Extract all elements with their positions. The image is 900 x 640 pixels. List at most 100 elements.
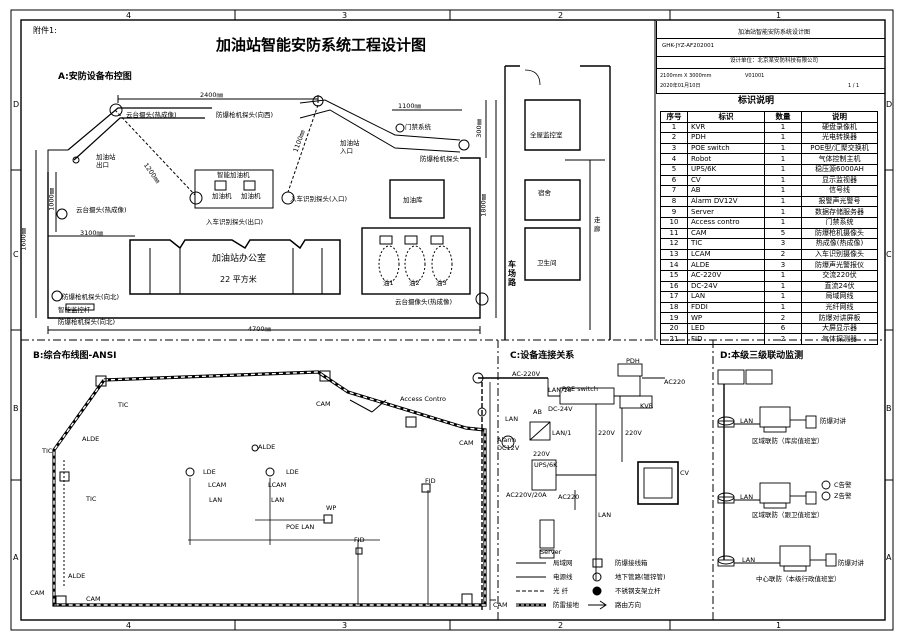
station-plan [35, 95, 497, 334]
legend-cell-qty: 1 [764, 142, 802, 155]
cam-bottom-right-label: 云台摄像头(热成像) [395, 298, 453, 306]
b-alde1: ALDE [82, 435, 100, 443]
tank3-label: 油3 [436, 279, 447, 287]
b-tic1: TIC [118, 401, 129, 409]
legend-cell-index: 5 [660, 163, 688, 176]
pump2-label: 加油机 [241, 192, 261, 200]
legend-cell-index: 16 [660, 280, 688, 293]
c-dc24: DC-24V [548, 405, 573, 413]
legend-cell-symbol: LED [687, 322, 765, 335]
key-route: 路由方向 [615, 601, 641, 609]
dim-mid: 3100㎜ [80, 229, 104, 237]
legend-cell-desc: 稳压源6000AH [801, 163, 878, 176]
title-block-drawing-no: GHK-JYZ-AF202001 [662, 43, 715, 49]
c-alarm: Alarm DC12V [497, 436, 520, 452]
legend-cell-index: 15 [660, 269, 688, 282]
legend-cell-index: 18 [660, 301, 688, 314]
c-v220: 220V [533, 450, 550, 458]
grid-side-c-right: C [886, 250, 892, 259]
b-poe-lan: POE LAN [286, 523, 315, 531]
title-block [656, 21, 886, 93]
grid-top-1: 1 [776, 11, 782, 20]
legend-cell-symbol: PDH [687, 132, 765, 144]
legend-cell-qty: 1 [764, 163, 802, 176]
b-cam1: CAM [316, 400, 331, 408]
legend-cell-desc: 直流24伏 [801, 280, 878, 293]
legend-cell-symbol: Alarm DV12V [687, 195, 765, 208]
road-label: 车 场 路 [508, 260, 516, 288]
c-kvr: KVR [640, 402, 654, 410]
dim-right-top: 1100㎜ [398, 102, 422, 110]
legend-cell-symbol: CAM [687, 227, 765, 240]
legend-cell-qty: 1 [764, 153, 802, 165]
pumps-label: 智能加油机 [217, 171, 250, 179]
b-wp: WP [326, 504, 337, 512]
legend-cell-index: 1 [660, 121, 688, 134]
b-cam-br: CAM [493, 601, 508, 609]
cam-left-mid-label: 云台摄头(热成像) [76, 206, 127, 214]
legend-cell-qty: 2 [764, 312, 802, 324]
c-server: Server [540, 548, 562, 556]
b-fid2: FID [354, 536, 365, 544]
b-alde3: ALDE [68, 572, 86, 580]
dim-right: 1800㎜ [479, 193, 488, 217]
legend-cell-symbol: Server [687, 206, 765, 218]
attachment-label: 附件1: [33, 26, 57, 35]
corridor-label: 走 廊 [594, 216, 601, 234]
entrance-label: 加油站 入口 [340, 139, 360, 155]
title-block-sheet: 1 / 1 [848, 83, 860, 89]
c-lan-bottom: LAN [598, 511, 612, 519]
grid-bottom-1: 1 [776, 621, 782, 630]
d-alarm-c: C告警 [834, 481, 852, 489]
d-node2: 区域联防（跟卫值班室） [752, 511, 824, 519]
legend-cell-symbol: FID [687, 333, 765, 346]
store-label: 加油库 [403, 196, 423, 204]
title-block-rule-3 [656, 68, 885, 69]
grid-top-2: 2 [558, 11, 564, 20]
office-label: 加油站办公室 [212, 254, 267, 264]
office-area: 22 平方米 [220, 275, 257, 284]
grid-side-a: A [13, 553, 19, 562]
legend-cell-desc: 局域网线 [801, 291, 878, 303]
title-block-rule-2 [656, 56, 885, 57]
key-ground: 防雷接地 [553, 601, 579, 609]
legend-cell-symbol: UPS/6K [687, 163, 765, 176]
legend-cell-desc: 热成像(热成像) [801, 238, 878, 250]
c-ac220-s: AC220 [558, 493, 580, 501]
legend-cell-index: 7 [660, 185, 688, 197]
monitor-room-label: 全屋监控室 [530, 131, 563, 139]
c-poe-switch: POE switch [562, 385, 598, 393]
plate-cam-in-label: 入车识别探头(入口) [290, 195, 348, 203]
grid-side-d-right: D [886, 100, 893, 109]
legend-cell-index: 19 [660, 312, 688, 324]
title-block-version: V01001 [745, 73, 765, 79]
legend-cell-index: 3 [660, 142, 688, 155]
c-cv: CV [680, 469, 689, 477]
title-block-rule-4 [656, 93, 885, 94]
section-c-title: C:设备连接关系 [510, 351, 575, 361]
key-fiber: 光 纤 [553, 587, 569, 595]
bathroom-label: 卫生间 [537, 259, 557, 267]
legend-cell-index: 17 [660, 291, 688, 303]
key-pipe: 地下管路(镀锌管) [615, 573, 666, 581]
b-lcam1: LCAM [208, 481, 227, 489]
legend-cell-index: 9 [660, 206, 688, 218]
legend-cell-symbol: AC-220V [687, 269, 765, 282]
grid-bottom-4: 4 [126, 621, 132, 630]
d-alarm-z: Z告警 [834, 492, 852, 500]
legend-cell-desc: 气体探测器 [801, 333, 878, 346]
c-ups: UPS/6K [534, 461, 558, 469]
legend-cell-desc: 光电转换器 [801, 132, 878, 144]
legend-cell-qty: 1 [764, 132, 802, 144]
legend-cell-index: 14 [660, 259, 688, 271]
legend-cell-qty: 3 [764, 259, 802, 271]
b-access: Access Contro [400, 395, 447, 403]
